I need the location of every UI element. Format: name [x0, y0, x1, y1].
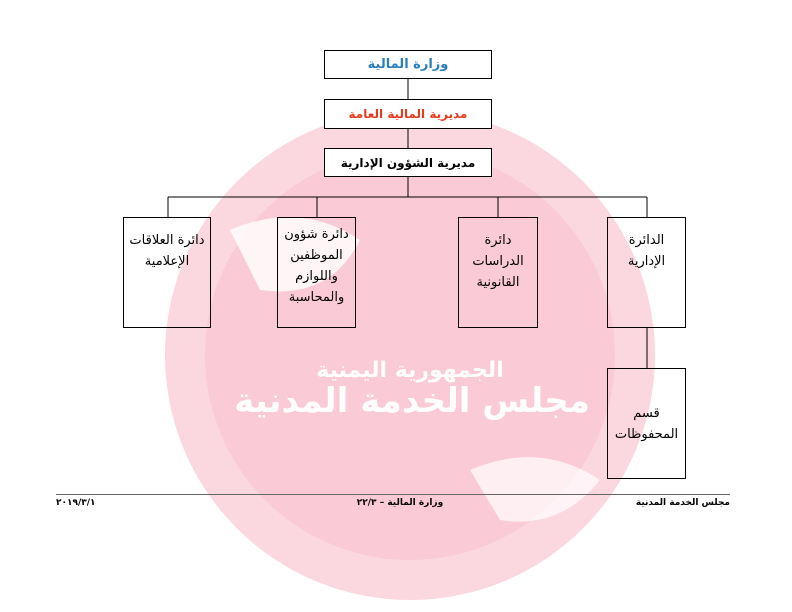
- admin-affairs-directorate-label: مديرية الشؤون الإدارية: [340, 155, 476, 170]
- watermark-line1: الجمهورية اليمنية: [316, 358, 503, 383]
- footer-date: ٢٠١٩/٣/١: [56, 498, 96, 508]
- dept-line: دائرة: [484, 233, 512, 248]
- dept-line: واللوازم: [295, 269, 338, 284]
- dept-box-administrative: الدائرة الإدارية: [607, 217, 686, 328]
- ministry-box: وزارة المالية: [324, 50, 492, 79]
- dept-box-media-relations: دائرة العلاقات الإعلامية: [123, 217, 211, 328]
- footer-divider: [56, 494, 730, 495]
- dept-line: الدراسات: [472, 254, 524, 269]
- dept-line: الإعلامية: [144, 254, 190, 269]
- section-line: قسم: [633, 405, 660, 421]
- dept-line: دائرة شؤون: [284, 227, 349, 242]
- dept-box-legal-studies: دائرة الدراسات القانونية: [458, 217, 538, 328]
- dept-line: الإدارية: [627, 254, 666, 269]
- footer-page-ref: وزارة المالية – ٢٢/٣: [356, 498, 444, 508]
- watermark-line2: مجلس الخدمة المدنية: [234, 381, 590, 421]
- section-line: المحفوظات: [614, 426, 679, 442]
- ministry-label: وزارة المالية: [367, 57, 449, 72]
- dept-line: والمحاسبة: [288, 290, 345, 305]
- general-finance-directorate-box: مديرية المالية العامة: [324, 99, 492, 129]
- dept-line: الموظفين: [290, 248, 343, 263]
- dept-line: الدائرة: [628, 233, 665, 248]
- general-finance-directorate-label: مديرية المالية العامة: [348, 107, 468, 121]
- footer-organization: مجلس الخدمة المدنية: [635, 498, 730, 508]
- dept-box-staff-supplies-accounting: دائرة شؤون الموظفين واللوازم والمحاسبة: [277, 217, 356, 328]
- section-box-archives: قسم المحفوظات: [607, 368, 686, 479]
- admin-affairs-directorate-box: مديرية الشؤون الإدارية: [324, 148, 492, 177]
- dept-line: دائرة العلاقات: [129, 233, 205, 248]
- dept-line: القانونية: [476, 275, 520, 290]
